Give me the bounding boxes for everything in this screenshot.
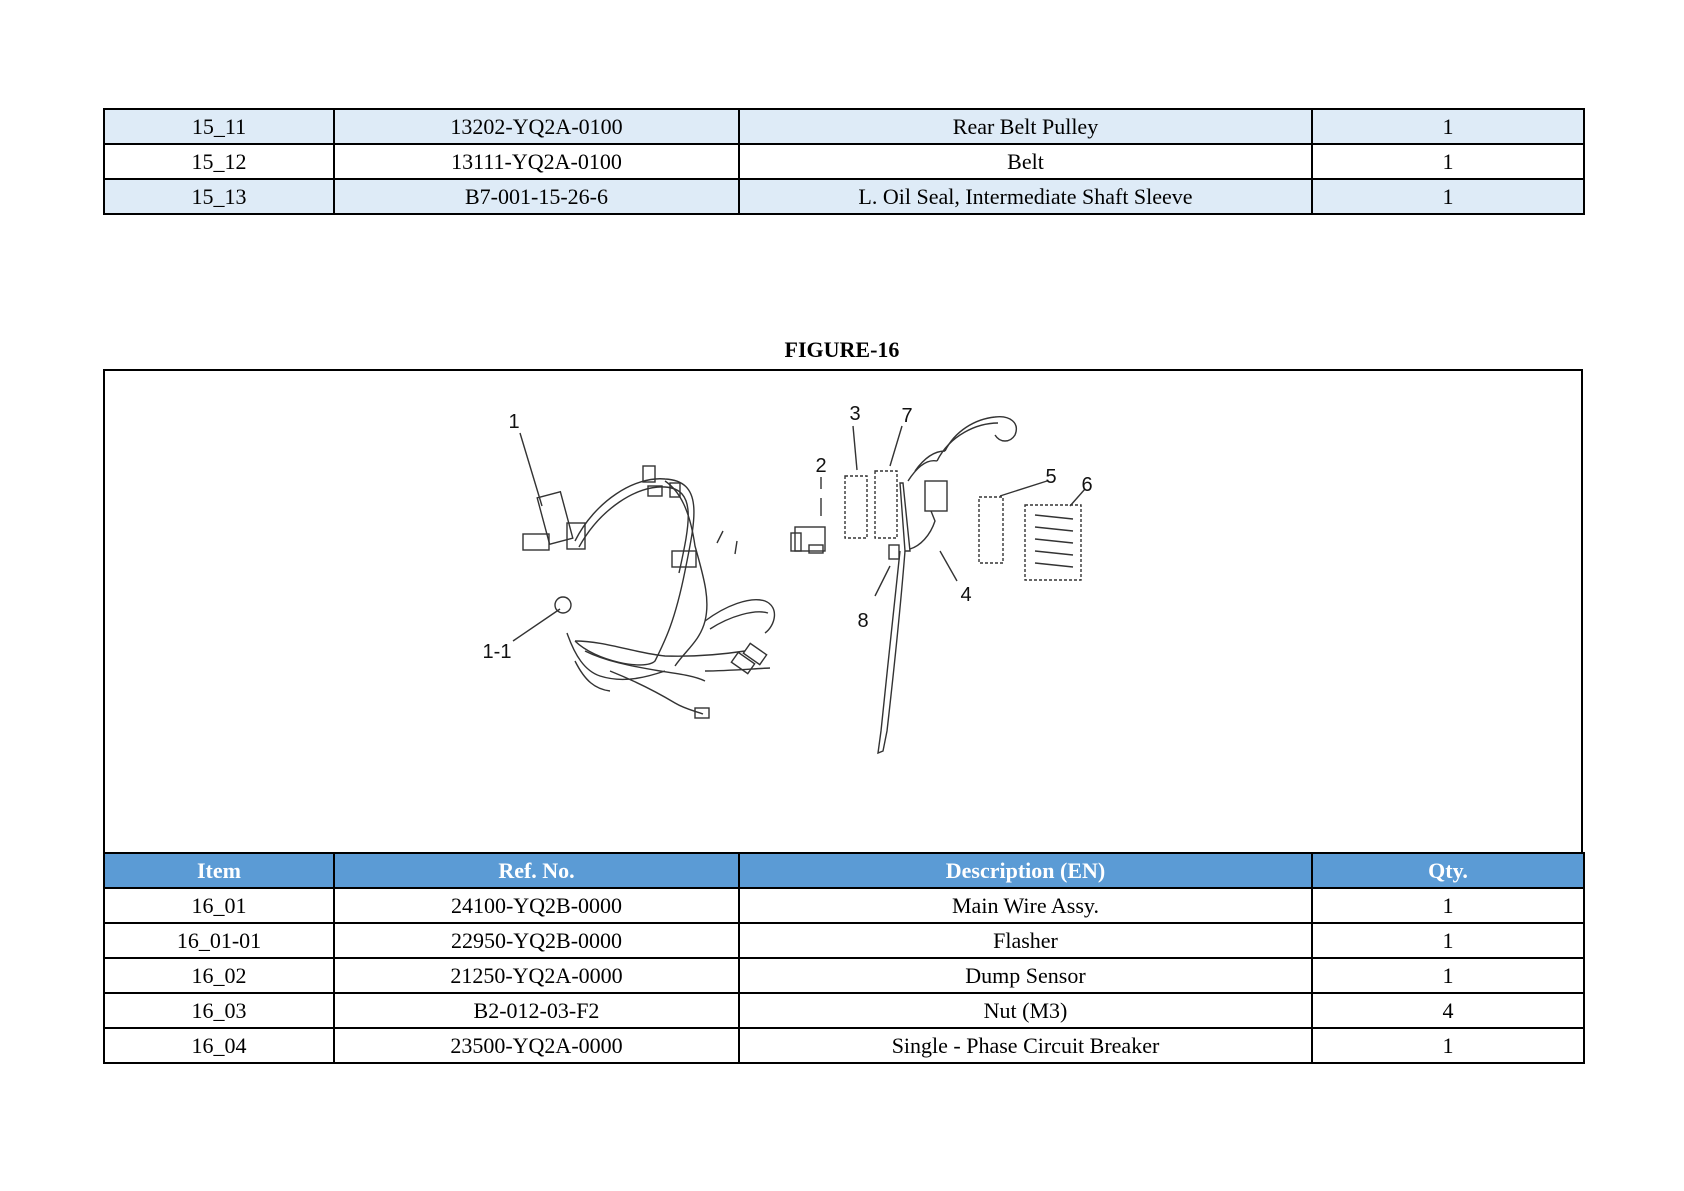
table-row: 16_02 21250-YQ2A-0000 Dump Sensor 1	[103, 957, 1585, 994]
item-cell: 15_13	[103, 178, 335, 215]
qty-cell: 4	[1311, 992, 1585, 1029]
table-row: 15_12 13111-YQ2A-0100 Belt 1	[103, 143, 1585, 180]
figure-title: FIGURE-16	[784, 337, 900, 362]
wire-harness-drawing	[512, 416, 1086, 755]
table-row: 16_01 24100-YQ2B-0000 Main Wire Assy. 1	[103, 887, 1585, 924]
qty-cell: 1	[1311, 922, 1585, 959]
ref-cell: 22950-YQ2B-0000	[333, 922, 740, 959]
table-header-row: Item Ref. No. Description (EN) Qty.	[103, 852, 1585, 889]
callout-labels: 1 1-1 2 3 4 5 6 7 8	[483, 403, 1093, 663]
description-cell: Nut (M3)	[738, 992, 1313, 1029]
ref-cell: 13111-YQ2A-0100	[333, 143, 740, 180]
description-cell: Rear Belt Pulley	[738, 108, 1313, 145]
callout-5: 5	[1045, 466, 1056, 488]
callout-6: 6	[1081, 474, 1092, 496]
item-cell: 16_01-01	[103, 922, 335, 959]
item-cell: 15_12	[103, 143, 335, 180]
description-cell: L. Oil Seal, Intermediate Shaft Sleeve	[738, 178, 1313, 215]
figure-panel: 1 1-1 2 3 4 5 6 7 8	[103, 369, 1583, 854]
ref-cell: 23500-YQ2A-0000	[333, 1027, 740, 1064]
table-row: 16_03 B2-012-03-F2 Nut (M3) 4	[103, 992, 1585, 1029]
item-cell: 16_02	[103, 957, 335, 994]
ref-cell: B2-012-03-F2	[333, 992, 740, 1029]
description-cell: Single - Phase Circuit Breaker	[738, 1027, 1313, 1064]
ref-cell: B7-001-15-26-6	[333, 178, 740, 215]
qty-cell: 1	[1311, 108, 1585, 145]
callout-1-1: 1-1	[483, 641, 512, 663]
callout-2: 2	[815, 455, 826, 477]
qty-cell: 1	[1311, 957, 1585, 994]
qty-cell: 1	[1311, 178, 1585, 215]
table-row: 15_11 13202-YQ2A-0100 Rear Belt Pulley 1	[103, 108, 1585, 145]
item-cell: 16_04	[103, 1027, 335, 1064]
ref-cell: 24100-YQ2B-0000	[333, 887, 740, 924]
parts-table-16: Item Ref. No. Description (EN) Qty. 16_0…	[103, 852, 1585, 1064]
item-cell: 15_11	[103, 108, 335, 145]
callout-3: 3	[849, 403, 860, 425]
description-cell: Belt	[738, 143, 1313, 180]
table-row: 15_13 B7-001-15-26-6 L. Oil Seal, Interm…	[103, 178, 1585, 215]
column-header-qty: Qty.	[1311, 852, 1585, 889]
callout-7: 7	[901, 405, 912, 427]
ref-cell: 21250-YQ2A-0000	[333, 957, 740, 994]
table-row: 16_04 23500-YQ2A-0000 Single - Phase Cir…	[103, 1027, 1585, 1064]
column-header-description: Description (EN)	[738, 852, 1313, 889]
callout-8: 8	[857, 610, 868, 632]
description-cell: Dump Sensor	[738, 957, 1313, 994]
description-cell: Flasher	[738, 922, 1313, 959]
table-row: 16_01-01 22950-YQ2B-0000 Flasher 1	[103, 922, 1585, 959]
qty-cell: 1	[1311, 1027, 1585, 1064]
parts-table-15: 15_11 13202-YQ2A-0100 Rear Belt Pulley 1…	[103, 108, 1585, 215]
item-cell: 16_01	[103, 887, 335, 924]
callout-1: 1	[508, 411, 519, 433]
callout-4: 4	[960, 584, 971, 606]
exploded-diagram: 1 1-1 2 3 4 5 6 7 8	[483, 403, 1093, 755]
column-header-ref: Ref. No.	[333, 852, 740, 889]
description-cell: Main Wire Assy.	[738, 887, 1313, 924]
qty-cell: 1	[1311, 887, 1585, 924]
qty-cell: 1	[1311, 143, 1585, 180]
ref-cell: 13202-YQ2A-0100	[333, 108, 740, 145]
column-header-item: Item	[103, 852, 335, 889]
item-cell: 16_03	[103, 992, 335, 1029]
